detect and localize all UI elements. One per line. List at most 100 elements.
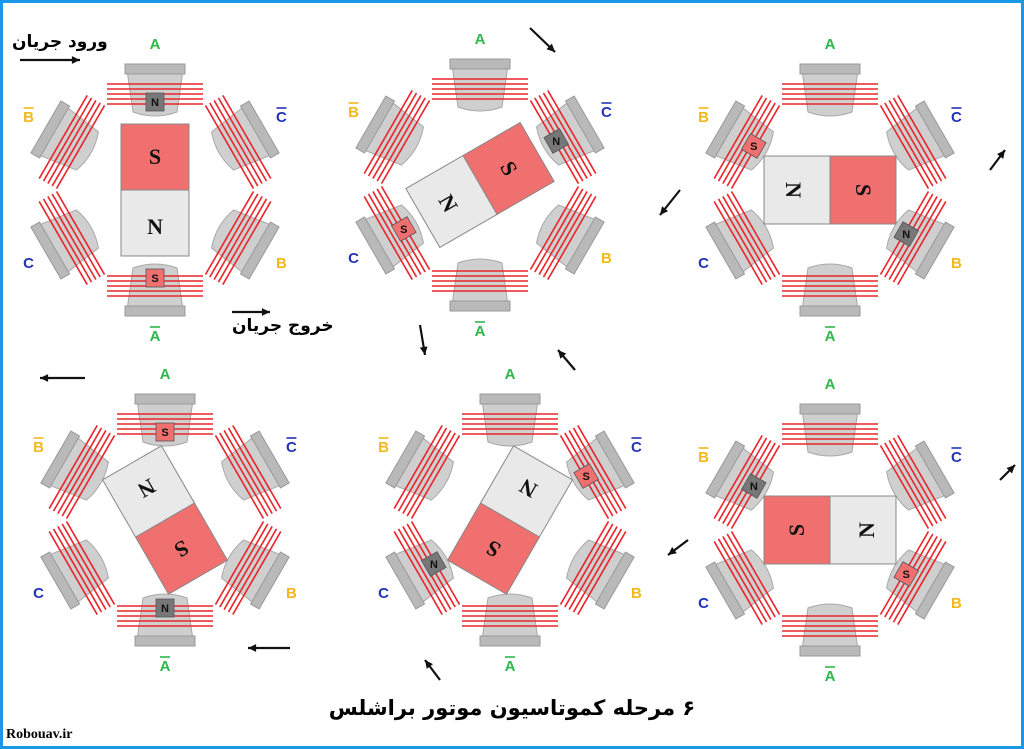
coil-winding xyxy=(219,523,269,608)
coil-winding xyxy=(884,102,934,187)
stator-pole-b-bar xyxy=(385,425,461,519)
pole-cap xyxy=(449,300,511,312)
pole-cap xyxy=(564,216,605,275)
stator-pole-b-bar xyxy=(40,425,116,519)
pole-cap xyxy=(385,430,426,489)
coil-winding xyxy=(410,435,461,519)
stator-tag-south-letter: S xyxy=(903,569,910,581)
pole-cap xyxy=(914,100,955,159)
coil-winding xyxy=(722,196,772,280)
phase-label-c-bar: C xyxy=(276,109,287,126)
coil-winding xyxy=(222,95,272,179)
stator-tag-south xyxy=(740,133,767,159)
coil-winding xyxy=(223,526,273,610)
coil-winding xyxy=(897,201,947,285)
rotor-magnet: SN xyxy=(763,155,897,225)
pole-cap xyxy=(705,440,746,499)
current-arrow-head-11 xyxy=(1006,465,1015,474)
pole-cap xyxy=(705,561,746,620)
coil-winding xyxy=(217,97,268,182)
coil-winding xyxy=(213,100,263,184)
stator-tag-south-letter: S xyxy=(151,273,158,285)
rotor-north-half xyxy=(120,189,190,257)
coil-winding xyxy=(879,445,930,529)
phase-label-a: A xyxy=(150,36,161,53)
pole-cap xyxy=(355,216,396,275)
phase-label-b-bar: B xyxy=(378,439,389,456)
coil-winding xyxy=(722,536,772,620)
coil-winding xyxy=(717,97,768,182)
coil-winding xyxy=(572,528,623,613)
coil-winding xyxy=(38,201,88,285)
rotor-north-half xyxy=(479,445,574,538)
stator-pole-a-bar xyxy=(782,603,878,657)
stator-pole-b-bar xyxy=(355,90,431,184)
coil-winding xyxy=(542,193,593,278)
coil-winding xyxy=(897,435,947,519)
stator-pole-c-bar xyxy=(214,425,290,519)
current-arrow-head-4 xyxy=(660,206,669,215)
stator-tag-north xyxy=(893,221,920,247)
rotor-magnet: SN xyxy=(101,445,229,595)
stator-tag-north xyxy=(145,92,165,112)
stator-pole-c-bar xyxy=(879,95,955,189)
coil-winding xyxy=(559,521,610,605)
stator-pole-c xyxy=(40,521,116,615)
current-arrow-head-5 xyxy=(997,150,1005,159)
coil-winding xyxy=(363,196,413,280)
phase-label-a-bar: A xyxy=(150,328,161,345)
stator-pole-a xyxy=(462,393,558,447)
coil-winding xyxy=(726,193,776,278)
phase-label-a-bar: A xyxy=(825,328,836,345)
current-in-label: ورود جریان xyxy=(12,32,108,52)
coil-winding xyxy=(717,198,768,283)
coil-winding xyxy=(209,102,259,187)
rotor-north-half xyxy=(829,495,897,565)
stator-tag-south-letter: S xyxy=(161,427,168,439)
coil-winding xyxy=(47,100,97,184)
phase-label-b: B xyxy=(276,255,287,272)
coil-winding xyxy=(52,427,103,512)
pole-shoe xyxy=(801,603,859,651)
stator-tag-north xyxy=(740,473,767,499)
stator-tag-south xyxy=(573,463,600,489)
coil-winding xyxy=(884,442,934,527)
coil-winding xyxy=(892,97,943,182)
rotor-north-letter: N xyxy=(854,522,879,538)
coil-winding xyxy=(61,432,111,517)
stator-pole-b xyxy=(204,191,280,285)
coil-winding xyxy=(568,526,618,610)
rotor-magnet: SN xyxy=(120,123,190,257)
coil-winding xyxy=(209,193,259,278)
pole-shoe xyxy=(481,593,539,641)
pole-cap xyxy=(134,635,196,647)
stator-pole-a xyxy=(782,63,878,117)
stator-tag-north xyxy=(543,128,570,154)
coil-winding xyxy=(48,531,98,615)
figure-caption: ۶ مرحله کموتاسیون موتور براشلس xyxy=(328,696,696,720)
phase-label-c-bar: C xyxy=(631,439,642,456)
stator-pole-c xyxy=(705,191,781,285)
coil-winding xyxy=(547,90,597,174)
pole-shoe xyxy=(451,258,509,306)
coil-winding xyxy=(380,100,431,184)
coil-winding xyxy=(55,105,106,189)
coil-winding xyxy=(577,531,627,615)
phase-label-c: C xyxy=(698,595,709,612)
coil-winding xyxy=(48,425,98,509)
phase-label-a: A xyxy=(160,366,171,383)
coil-winding xyxy=(572,427,623,512)
pole-cap xyxy=(355,95,396,154)
pole-cap xyxy=(134,393,196,405)
coil-winding xyxy=(888,440,938,524)
coil-winding xyxy=(397,427,448,512)
pole-cap xyxy=(40,551,81,610)
coil-winding xyxy=(47,196,97,280)
pole-cap xyxy=(30,221,71,280)
coil-winding xyxy=(534,188,584,273)
coil-winding xyxy=(51,102,101,187)
phase-label-a-bar: A xyxy=(160,658,171,675)
